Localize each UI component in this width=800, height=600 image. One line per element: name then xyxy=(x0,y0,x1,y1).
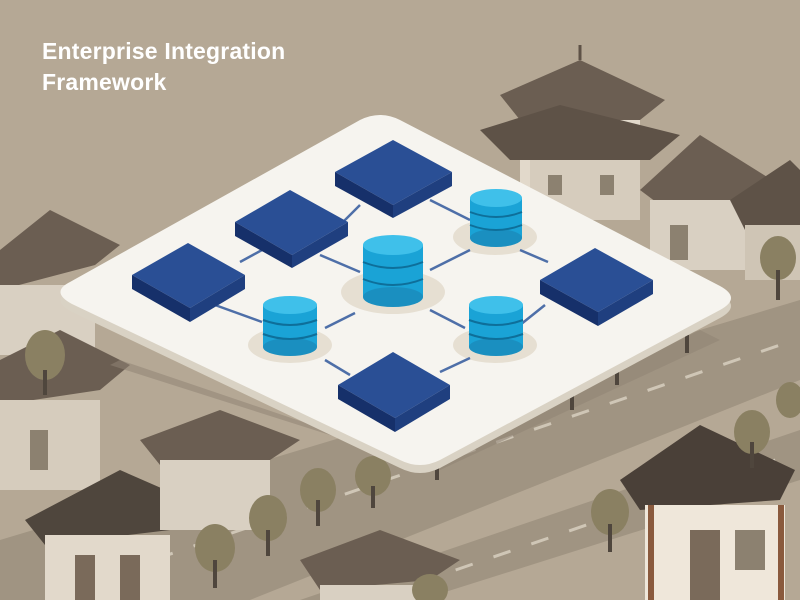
service-blocks xyxy=(132,140,653,432)
page-title: Enterprise Integration Framework xyxy=(42,36,362,98)
database-icon xyxy=(262,296,318,356)
trees xyxy=(25,236,800,600)
service-block-icon xyxy=(540,248,653,326)
houses-middle xyxy=(140,410,460,600)
title-line-2: Framework xyxy=(42,69,167,95)
service-block-icon xyxy=(338,352,450,432)
pagoda-building xyxy=(480,45,680,220)
service-block-icon xyxy=(335,140,452,218)
service-block-icon xyxy=(235,190,348,268)
title-line-1: Enterprise Integration xyxy=(42,38,286,64)
traditional-house-bottom-left xyxy=(25,470,200,600)
service-block-icon xyxy=(132,243,245,322)
houses-left xyxy=(0,210,130,490)
houses-right xyxy=(640,135,800,280)
database-icon xyxy=(468,296,524,356)
traditional-house-bottom-right xyxy=(620,425,795,600)
database-icon xyxy=(362,235,424,307)
databases xyxy=(262,189,524,356)
database-icon xyxy=(469,189,523,247)
platform-shadow xyxy=(110,330,720,470)
